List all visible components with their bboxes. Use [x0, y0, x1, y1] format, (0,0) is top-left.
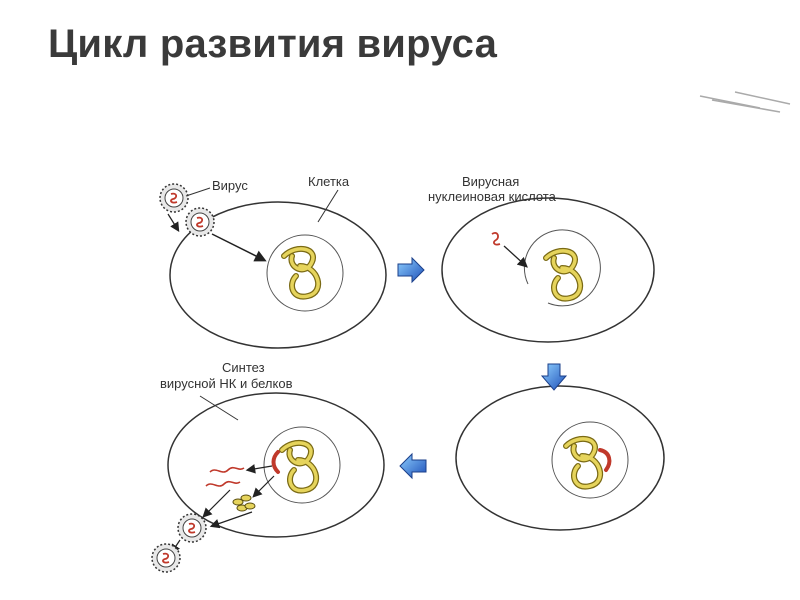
virus-particle-icon	[178, 514, 206, 542]
stage-2-injection: Вирусная нуклеиновая кислота	[428, 174, 654, 342]
label-virus: Вирус	[212, 178, 248, 193]
label-synthesis-2: вирусной НК и белков	[160, 376, 293, 391]
label-viral-na-2: нуклеиновая кислота	[428, 189, 557, 204]
virus-pointer	[186, 188, 210, 196]
label-synthesis-1: Синтез	[222, 360, 265, 375]
label-cell: Клетка	[308, 174, 350, 189]
arrow-right-icon	[398, 258, 424, 282]
stage-1-infection: Вирус Клетка	[160, 174, 386, 348]
stage-3-integration	[456, 386, 664, 530]
label-viral-na-1: Вирусная	[462, 174, 519, 189]
entry-arrow-small	[168, 214, 178, 230]
virus-particle-icon	[160, 184, 188, 212]
stage-4-synthesis: Синтез вирусной НК и белков	[152, 360, 384, 572]
arrow-left-icon	[400, 454, 426, 478]
virus-particle-icon	[186, 208, 214, 236]
decorative-scribble	[700, 92, 790, 112]
virus-particle-icon	[152, 544, 180, 572]
